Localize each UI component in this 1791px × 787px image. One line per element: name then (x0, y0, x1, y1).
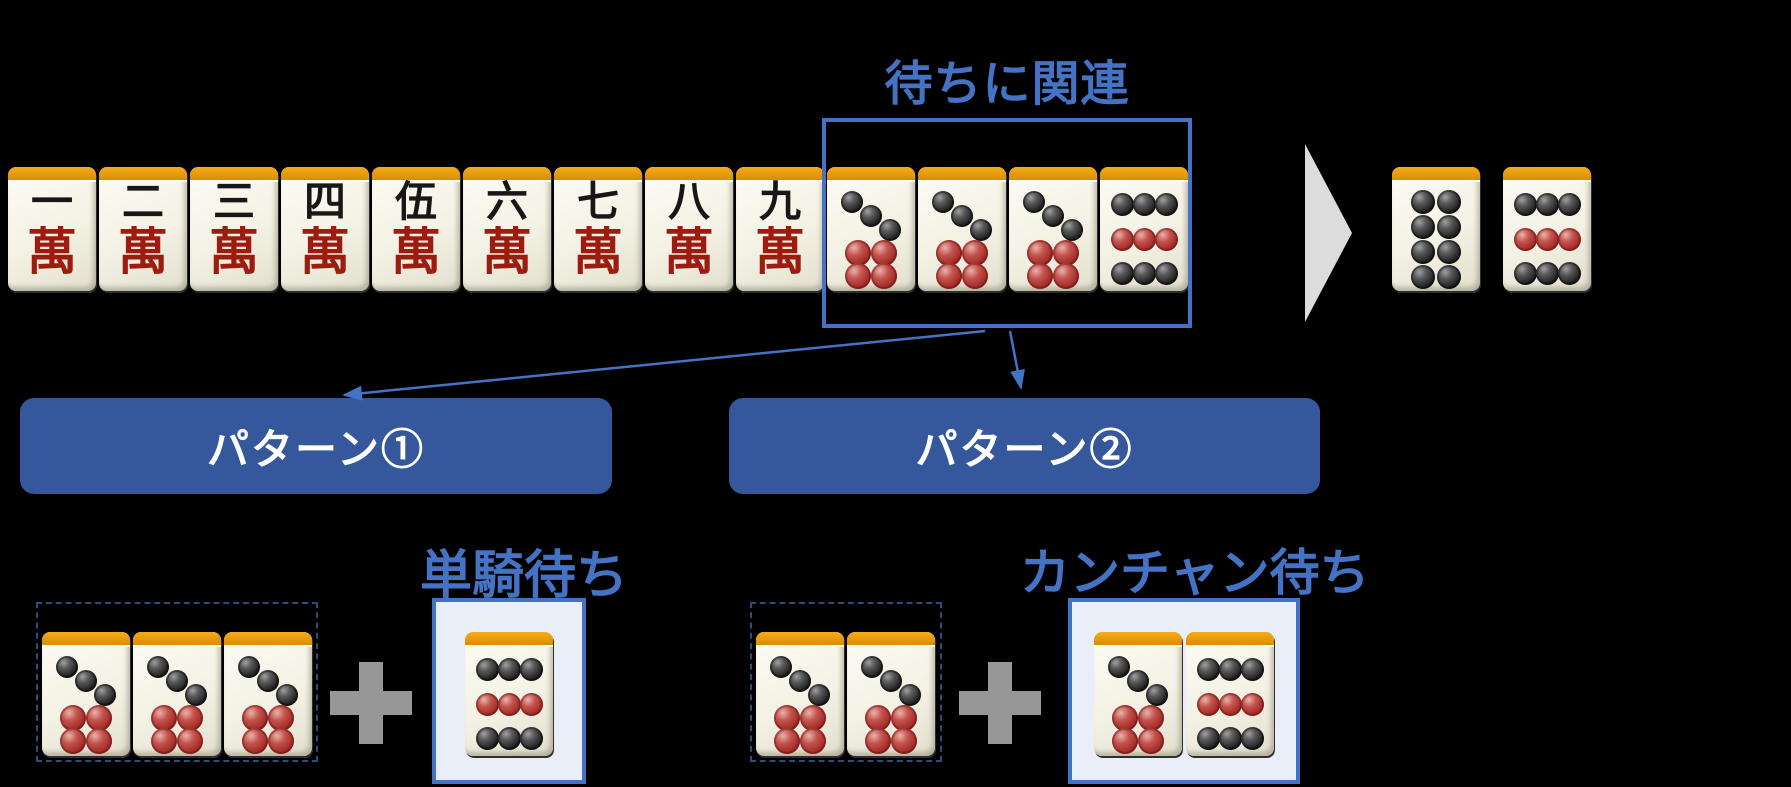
arrow-right-icon (1305, 144, 1352, 322)
pattern-1-group-dashed-outline (36, 602, 318, 762)
tile-8p (1392, 167, 1480, 291)
tile-7p (133, 632, 221, 756)
plus-icon (330, 662, 412, 744)
tile-7p (1094, 632, 1182, 756)
tile-1m: 一萬 (8, 167, 96, 291)
connector-arrow-pattern-1 (342, 329, 986, 401)
tile-6m: 六萬 (463, 167, 551, 291)
tile-3m: 三萬 (190, 167, 278, 291)
tile-7p (827, 167, 915, 291)
related-to-wait-label: 待ちに関連 (884, 58, 1130, 111)
pattern-1-label: パターン① (207, 425, 425, 473)
tanki-wait-tile-box (432, 598, 586, 784)
tile-7p (1009, 167, 1097, 291)
tile-9p (1100, 167, 1188, 291)
tile-9p (1503, 167, 1591, 291)
tile-7p (42, 632, 130, 756)
tile-7p (918, 167, 1006, 291)
pattern-2-pair-dashed-outline (750, 602, 942, 762)
winning-tiles-row (1392, 167, 1591, 291)
tanki-wait-label: 単騎待ち (420, 547, 629, 605)
tile-7p (847, 632, 935, 756)
pattern-1-triplet-tiles (42, 632, 312, 756)
wait-related-highlight-box (822, 118, 1192, 328)
tile-4m: 四萬 (281, 167, 369, 291)
kanchan-wait-label: カンチャン待ち (1020, 545, 1370, 601)
pattern-2-header: パターン② (729, 398, 1320, 494)
pattern-2-label: パターン② (915, 425, 1134, 473)
tile-9p (465, 632, 553, 756)
tile-2m: 二萬 (99, 167, 187, 291)
tile-7p (224, 632, 312, 756)
tile-9m: 九萬 (736, 167, 824, 291)
pattern-1-header: パターン① (20, 398, 612, 494)
tile-9p (1186, 632, 1274, 756)
connector-arrow-pattern-2 (1008, 330, 1025, 390)
pattern-2-pair-tiles (756, 632, 935, 756)
hand-tiles-row: 一萬二萬三萬四萬伍萬六萬七萬八萬九萬 (8, 167, 1188, 291)
tile-5m: 伍萬 (372, 167, 460, 291)
tile-7m: 七萬 (554, 167, 642, 291)
plus-icon (959, 662, 1041, 744)
kanchan-wait-tile-box (1068, 598, 1300, 784)
tile-7p (756, 632, 844, 756)
tile-8m: 八萬 (645, 167, 733, 291)
